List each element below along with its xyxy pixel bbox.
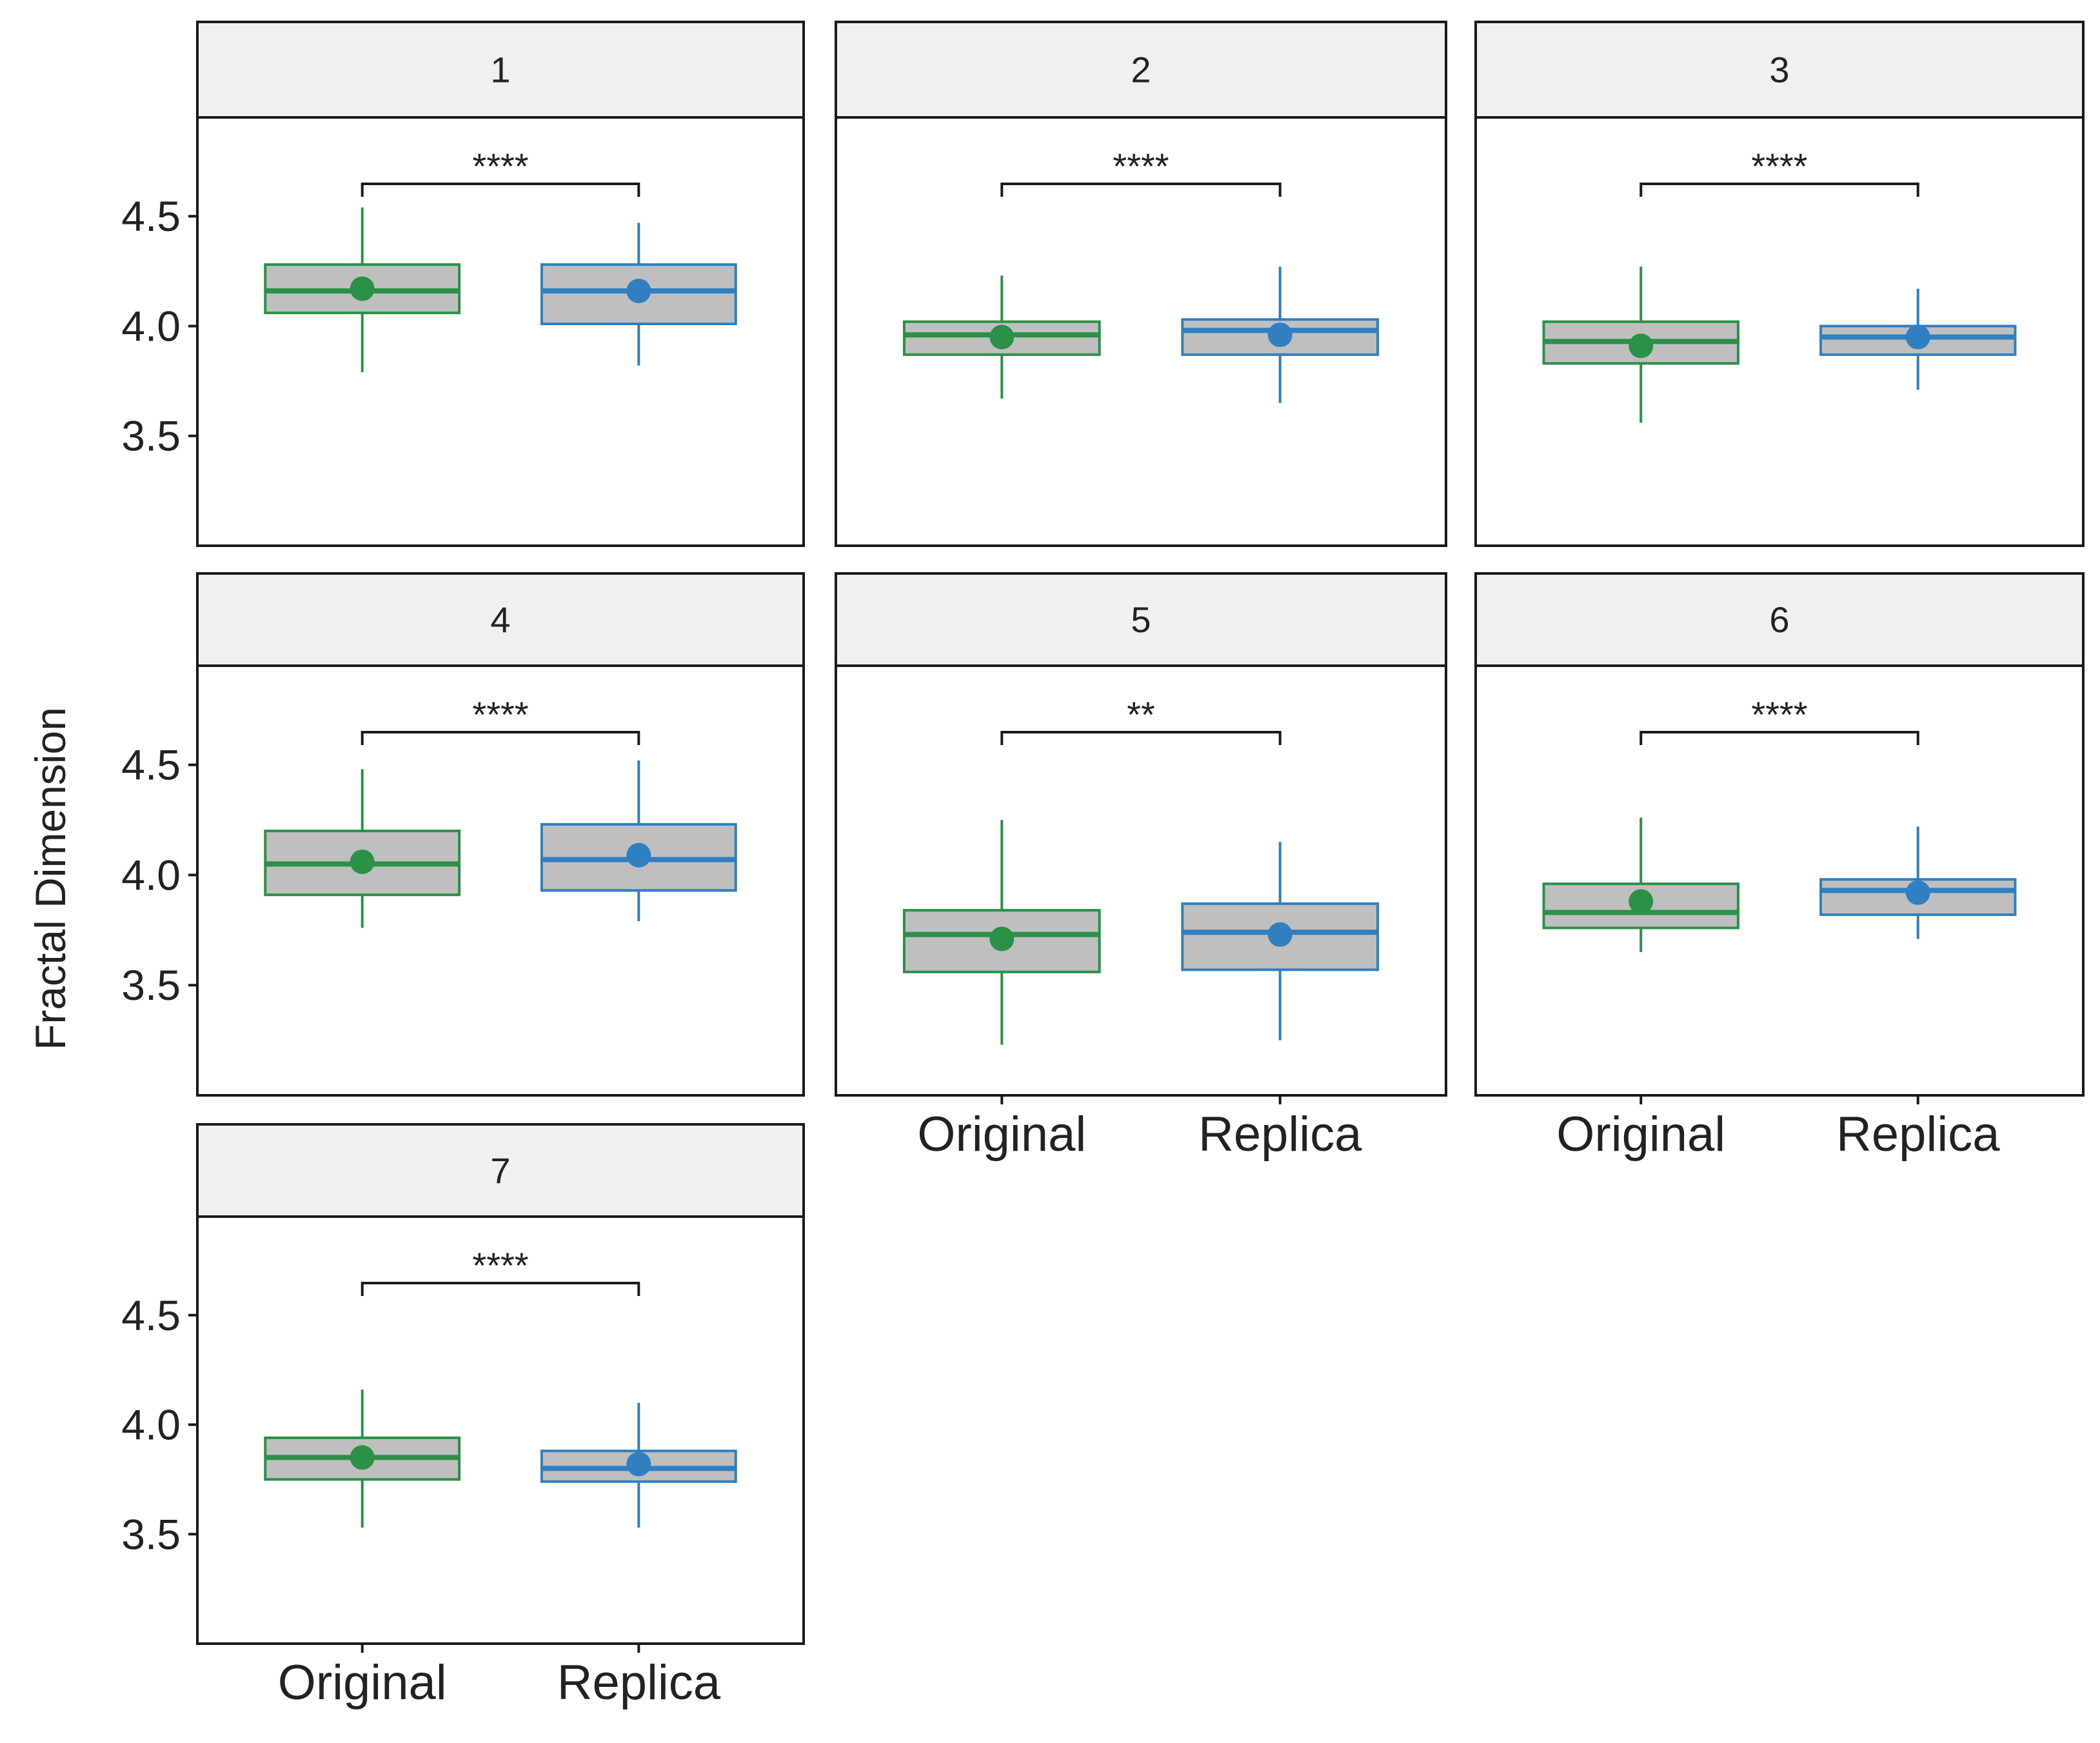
- boxplot-replica: [1181, 266, 1380, 403]
- facet-panel-4: 4 3.5 4.0 4.5 ****: [121, 572, 805, 1097]
- significance-bracket: [361, 731, 640, 745]
- significance-bracket: [1639, 731, 1919, 745]
- boxplot-original: [902, 820, 1101, 1045]
- plot-area: [196, 116, 805, 547]
- facet-strip-label: 6: [1769, 599, 1789, 640]
- mean-point: [1905, 324, 1930, 350]
- y-tick-label: 4.0: [121, 1401, 181, 1449]
- mean-point: [1905, 880, 1930, 905]
- x-tick-label: Original: [917, 1107, 1086, 1162]
- boxplot-original: [1542, 817, 1739, 952]
- y-tick-label: 3.5: [121, 1510, 181, 1558]
- facet-panel-3: 3 ****: [1474, 21, 2085, 547]
- boxplot-replica: [1181, 842, 1380, 1041]
- mean-point: [1629, 889, 1654, 914]
- significance-label: ****: [472, 146, 528, 186]
- x-tick-label: Original: [1556, 1107, 1725, 1162]
- significance-label: ****: [1113, 146, 1169, 186]
- facet-strip: [835, 572, 1447, 667]
- facet-strip: [1474, 21, 2085, 119]
- significance-label: **: [1127, 694, 1155, 735]
- facet-strip: [1474, 572, 2085, 667]
- significance-label: ****: [1751, 146, 1807, 186]
- boxplot-replica: [1819, 288, 2017, 390]
- facet-strip-label: 2: [1131, 50, 1151, 90]
- facet-strip-label: 3: [1769, 50, 1789, 90]
- x-tick-label: Replica: [1198, 1107, 1362, 1162]
- y-axis-label: Fractal Dimension: [26, 707, 74, 1050]
- facet-strip: [196, 21, 805, 119]
- significance-bracket: [1639, 183, 1919, 197]
- y-tick-label: 4.5: [121, 192, 181, 240]
- y-tick-label: 3.5: [121, 961, 181, 1009]
- plot-area: [196, 1215, 805, 1645]
- significance-bracket: [1000, 183, 1282, 197]
- mean-point: [1267, 323, 1293, 348]
- mean-point: [1267, 922, 1293, 947]
- y-tick-label: 4.0: [121, 851, 181, 899]
- significance-bracket: [1000, 731, 1282, 745]
- facet-strip-label: 4: [490, 599, 510, 640]
- mean-point: [626, 1451, 651, 1477]
- boxplot-original: [264, 207, 461, 372]
- boxplot-original: [902, 275, 1101, 399]
- plot-area: [835, 664, 1447, 1097]
- facet-panel-1: 1 3.5 4.0 4.5 ****: [121, 21, 805, 547]
- mean-point: [350, 276, 375, 301]
- facet-panel-7: 7 3.5 4.0 4.5 **** Original Replica: [121, 1123, 805, 1710]
- boxplot-replica: [540, 223, 737, 366]
- mean-point: [626, 279, 651, 304]
- significance-bracket: [361, 183, 640, 197]
- boxplot-original: [264, 769, 461, 928]
- y-tick-label: 4.0: [121, 302, 181, 350]
- facet-strip-label: 5: [1131, 599, 1151, 640]
- boxplot-replica: [540, 1402, 737, 1528]
- mean-point: [350, 1445, 375, 1470]
- boxplot-replica: [540, 760, 737, 922]
- boxplot-replica: [1819, 826, 2017, 939]
- significance-label: ****: [1751, 694, 1807, 735]
- mean-point: [350, 849, 375, 874]
- x-tick-label: Original: [278, 1655, 447, 1710]
- mean-point: [989, 324, 1015, 350]
- mean-point: [989, 926, 1015, 951]
- boxplot-original: [264, 1389, 461, 1528]
- significance-label: ****: [472, 694, 528, 735]
- facet-panel-5: 5 ** Original Replica: [835, 572, 1447, 1162]
- facet-panel-6: 6 **** Original Replica: [1474, 572, 2085, 1162]
- facet-panel-2: 2 ****: [835, 21, 1447, 547]
- y-tick-label: 3.5: [121, 412, 181, 460]
- mean-point: [626, 842, 651, 868]
- facet-strip: [196, 572, 805, 667]
- x-tick-label: Replica: [1836, 1107, 2000, 1162]
- significance-bracket: [361, 1282, 640, 1296]
- y-tick-label: 4.5: [121, 1291, 181, 1339]
- box-iqr: [902, 909, 1101, 973]
- significance-label: ****: [472, 1245, 528, 1286]
- boxplot-original: [1542, 266, 1739, 423]
- facet-strip-label: 7: [490, 1150, 510, 1191]
- x-tick-label: Replica: [557, 1655, 721, 1710]
- facet-strip: [835, 21, 1447, 119]
- mean-point: [1629, 334, 1654, 359]
- facet-strip-label: 1: [490, 50, 510, 90]
- y-tick-label: 4.5: [121, 741, 181, 789]
